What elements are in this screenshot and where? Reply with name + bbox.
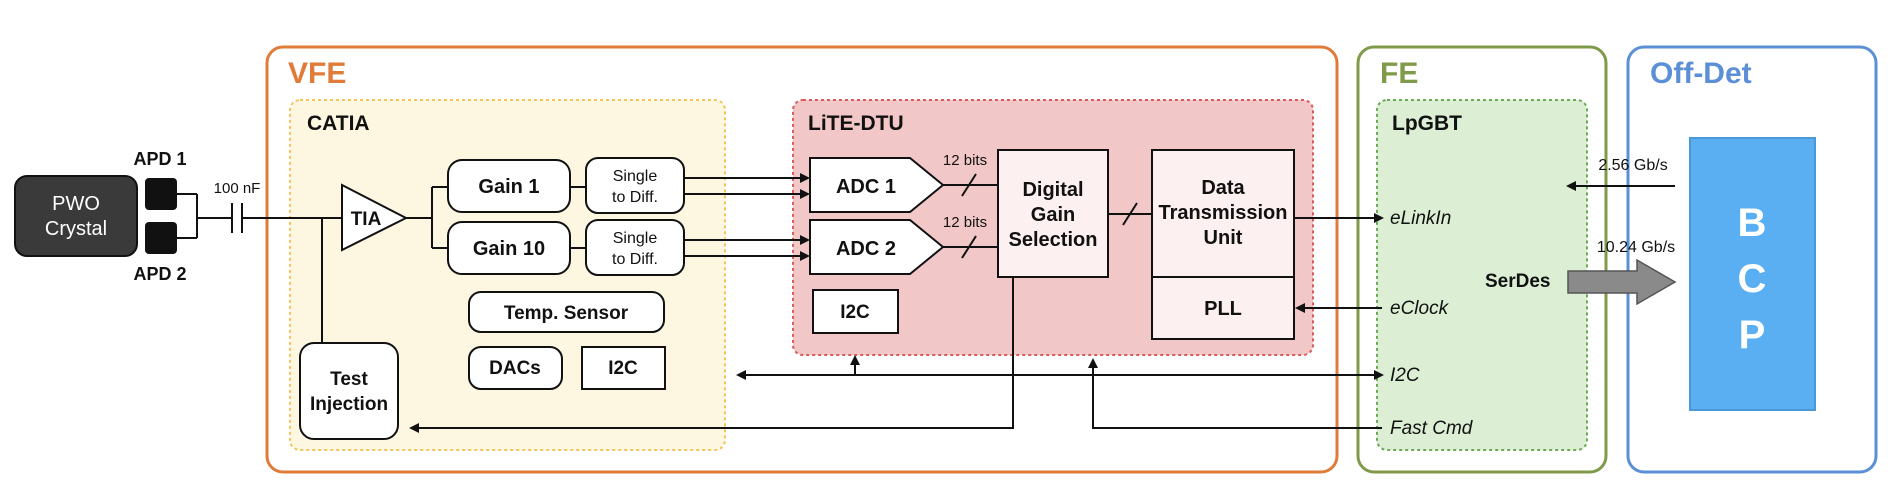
dacs-block <box>468 346 563 390</box>
litedtu-i2c-block <box>812 289 899 334</box>
apd2-square <box>145 222 177 254</box>
adc-bus <box>943 173 998 259</box>
fe-i2c-label: I2C <box>1390 365 1420 386</box>
dtu-block <box>1151 149 1295 278</box>
test-injection-control <box>409 277 1014 433</box>
bcp-block <box>1689 137 1816 411</box>
litedtu-i2c-label: I2C <box>840 302 870 323</box>
s2d-2-line1: Single <box>613 230 658 247</box>
dgs-line3: Selection <box>1009 229 1098 251</box>
vfe-region <box>265 45 1339 474</box>
downlink-rate: 2.56 Gb/s <box>1598 157 1667 174</box>
crystal-label-2: Crystal <box>45 218 107 240</box>
s2d-1-line2: to Diff. <box>612 189 658 206</box>
serdes-label: SerDes <box>1485 271 1551 292</box>
apd1-square <box>145 178 177 210</box>
elinkin-label: eLinkIn <box>1390 208 1451 229</box>
dtu-line1: Data <box>1201 177 1245 199</box>
gain10-label: Gain 10 <box>473 238 545 260</box>
vfe-title: VFE <box>288 57 346 90</box>
adc2-label: ADC 2 <box>836 238 896 260</box>
adc1-shape <box>809 157 945 213</box>
bcp-letter-p: P <box>1739 313 1766 357</box>
uplink-rate: 10.24 Gb/s <box>1597 239 1675 256</box>
dgs-dtu-bus <box>1108 202 1152 226</box>
dgs-line1: Digital <box>1022 179 1083 201</box>
crystal-label-1: PWO <box>52 193 100 215</box>
pll-label: PLL <box>1204 298 1242 320</box>
offdet-region <box>1626 45 1878 474</box>
pwo-crystal <box>14 175 138 257</box>
offdet-title: Off-Det <box>1650 57 1752 90</box>
catia-i2c-block <box>581 346 666 390</box>
apd1-label: APD 1 <box>133 149 186 169</box>
s2d-block-1 <box>585 157 685 214</box>
test-injection-line2: Injection <box>310 394 388 415</box>
temp-sensor-block <box>468 291 665 333</box>
s2d-block-2 <box>585 219 685 276</box>
tia-label: TIA <box>351 209 382 230</box>
adc1-label: ADC 1 <box>836 176 896 198</box>
s2d-1-line1: Single <box>613 168 658 185</box>
dtu-line3: Unit <box>1204 227 1243 249</box>
eclock-label: eClock <box>1390 298 1450 319</box>
gain1-label: Gain 1 <box>478 176 539 198</box>
tia-triangle <box>341 183 409 252</box>
capacitor-symbol <box>231 203 342 233</box>
dacs-label: DACs <box>489 358 541 379</box>
test-injection-line1: Test <box>330 369 368 390</box>
capacitor-label: 100 nF <box>214 180 261 197</box>
catia-i2c-label: I2C <box>608 358 638 379</box>
temp-sensor-label: Temp. Sensor <box>504 303 629 324</box>
lpgbt-title: LpGBT <box>1392 112 1462 135</box>
catia-title: CATIA <box>307 112 370 135</box>
dgs-block <box>997 149 1109 278</box>
dgs-line2: Gain <box>1031 204 1075 226</box>
apd-bridge <box>177 193 232 239</box>
fastcmd-bus <box>1088 358 1382 429</box>
uplink-big-arrow <box>1567 258 1677 306</box>
lpgbt-block <box>1376 99 1588 451</box>
fastcmd-label: Fast Cmd <box>1390 418 1474 439</box>
s2d-2-line2: to Diff. <box>612 251 658 268</box>
adc1-bits: 12 bits <box>943 152 987 169</box>
fe-title: FE <box>1380 57 1418 90</box>
apd2-label: APD 2 <box>133 264 186 284</box>
bcp-letter-b: B <box>1738 201 1767 245</box>
fe-region <box>1356 45 1608 474</box>
dtu-line2: Transmission <box>1159 202 1288 224</box>
litedtu-title: LiTE-DTU <box>808 112 904 135</box>
diff-lines <box>684 173 810 261</box>
tia-gain-fork <box>406 186 448 249</box>
bcp-letter-c: C <box>1738 257 1767 301</box>
pll-block <box>1151 276 1295 340</box>
adc2-bits: 12 bits <box>943 214 987 231</box>
adc2-shape <box>809 219 945 275</box>
test-injection-block <box>299 342 399 440</box>
